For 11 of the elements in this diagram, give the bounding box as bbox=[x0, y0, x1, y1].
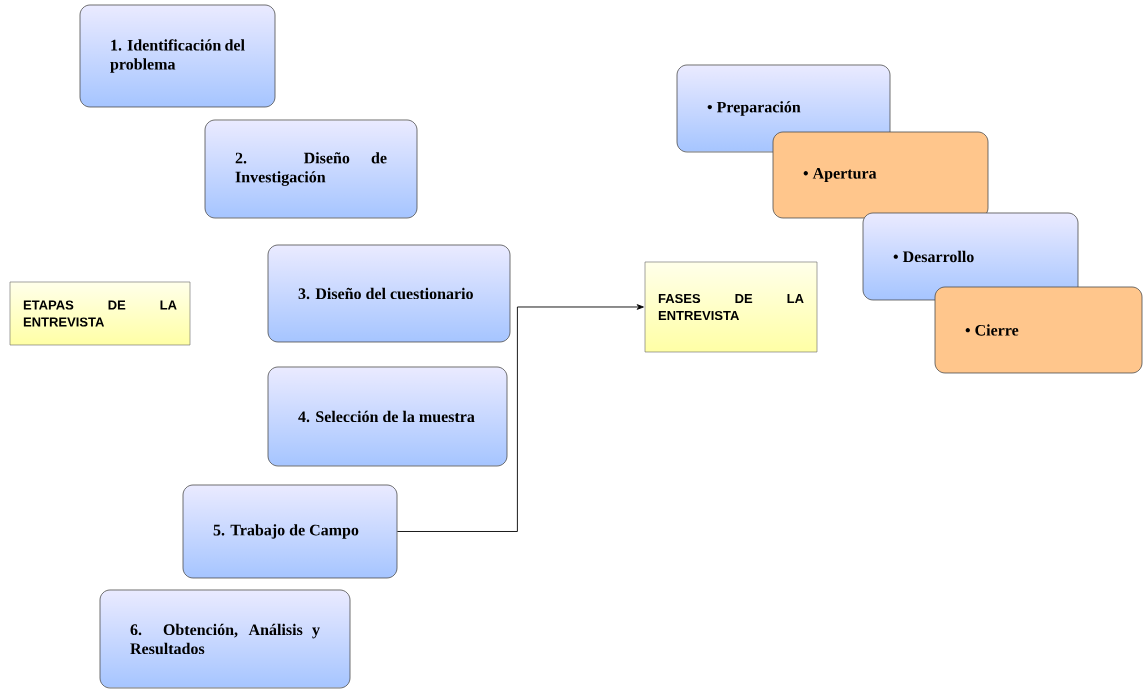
step-box: 6. Obtención, Análisis y Resultados bbox=[99, 589, 351, 689]
step-box: 1. Identificación del problema bbox=[79, 4, 276, 108]
step-box: 3. Diseño del cuestionario bbox=[267, 244, 511, 343]
phase-box: • Apertura bbox=[772, 131, 989, 219]
step-box: 2. Diseño de Investigación bbox=[204, 119, 418, 219]
title-box: FASES DE LA ENTREVISTA bbox=[644, 261, 818, 353]
title-box: ETAPAS DE LA ENTREVISTA bbox=[9, 281, 191, 346]
phase-box: • Cierre bbox=[934, 286, 1143, 374]
connector-arrow bbox=[396, 304, 644, 532]
step-box: 5. Trabajo de Campo bbox=[182, 484, 398, 579]
step-box: 4. Selección de la muestra bbox=[267, 366, 508, 467]
